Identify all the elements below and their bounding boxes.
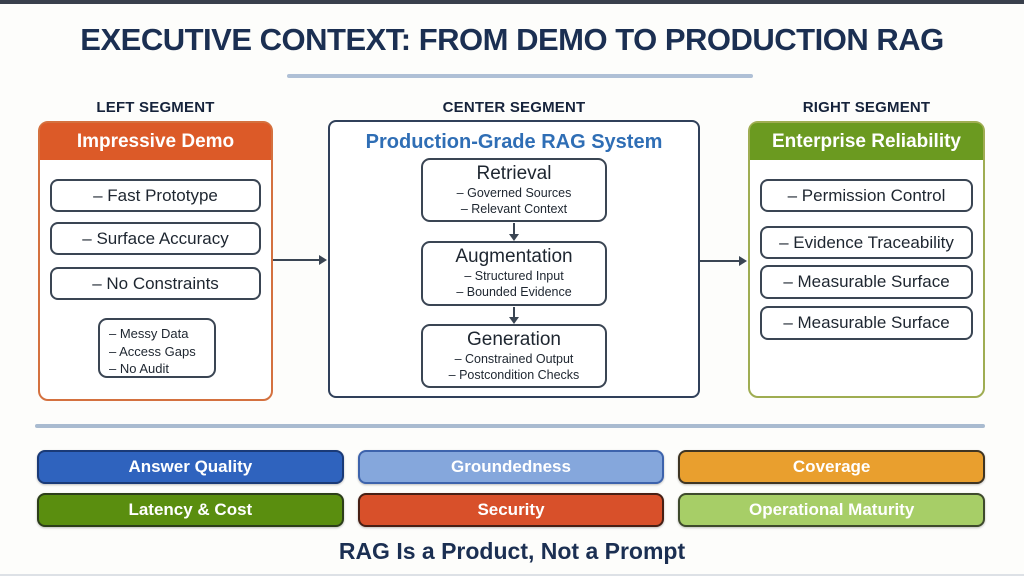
bottom-caption: RAG Is a Product, Not a Prompt — [338, 538, 686, 564]
left-item-no-constraints: – No Constraints — [50, 267, 261, 300]
badge-groundedness: Groundedness — [357, 450, 665, 484]
stage-generation-name: Generation — [466, 329, 561, 350]
right-item-evidence-traceability: – Evidence Traceability — [760, 226, 973, 259]
left-note-line-messy-data: – Messy Data — [109, 326, 189, 341]
left-note-line-no-audit: – No Audit — [109, 361, 169, 377]
left-note-line-access-gaps: – Access Gaps — [109, 343, 196, 359]
arrowhead-down-icon — [509, 234, 519, 241]
stage-retrieval-line-2: – Relevant Context — [460, 202, 568, 217]
center-segment-label: CENTER SEGMENT — [442, 99, 586, 116]
title-divider — [287, 74, 753, 78]
badge-latency-cost: Latency & Cost — [37, 493, 344, 527]
arrowhead-right-icon — [319, 255, 327, 265]
arrowhead-down-icon — [509, 317, 519, 324]
right-item-measurable-surface-2: – Measurable Surface — [760, 306, 973, 340]
stage-generation: Generation – Constrained Output – Postco… — [421, 324, 607, 388]
stage-augmentation-line-2: – Bounded Evidence — [456, 285, 572, 300]
left-item-surface-accuracy: – Surface Accuracy — [50, 222, 261, 255]
page-title: EXECUTIVE CONTEXT: FROM DEMO TO PRODUCTI… — [80, 22, 944, 57]
stage-augmentation: Augmentation – Structured Input – Bounde… — [421, 241, 607, 306]
stage-augmentation-name: Augmentation — [455, 246, 573, 267]
arrowhead-right-icon — [739, 256, 747, 266]
stage-retrieval-name: Retrieval — [476, 163, 552, 184]
badge-answer-quality: Answer Quality — [37, 450, 344, 484]
section-divider — [35, 424, 985, 428]
right-item-permission-control: – Permission Control — [760, 179, 973, 212]
impressive-demo-header: Impressive Demo — [40, 123, 271, 160]
enterprise-reliability-card: Enterprise Reliability – Permission Cont… — [748, 121, 985, 398]
left-segment-label: LEFT SEGMENT — [96, 99, 215, 116]
production-rag-title: Production-Grade RAG System — [365, 131, 663, 153]
badge-security: Security — [357, 493, 665, 527]
stage-generation-line-1: – Constrained Output — [454, 352, 574, 366]
badge-operational-maturity: Operational Maturity — [678, 493, 985, 527]
metric-badges: Answer Quality Groundedness Coverage Lat… — [37, 450, 985, 527]
production-rag-card: Production-Grade RAG System Retrieval – … — [328, 120, 700, 398]
arrow-augmentation-to-generation — [509, 307, 519, 324]
left-item-fast-prototype: – Fast Prototype — [50, 179, 261, 212]
enterprise-reliability-header: Enterprise Reliability — [750, 123, 983, 160]
stage-augmentation-line-1: – Structured Input — [464, 269, 564, 283]
stage-retrieval-line-1: – Governed Sources — [456, 186, 572, 200]
arrow-retrieval-to-augmentation — [509, 223, 519, 241]
stage-retrieval: Retrieval – Governed Sources – Relevant … — [421, 158, 607, 222]
badge-coverage: Coverage — [678, 450, 985, 484]
bottom-strip — [0, 574, 1024, 576]
arrow-left-to-center — [273, 255, 327, 265]
arrow-center-to-right — [700, 256, 747, 266]
right-item-measurable-surface-1: – Measurable Surface — [760, 265, 973, 299]
impressive-demo-card: Impressive Demo – Fast Prototype – Surfa… — [38, 121, 273, 401]
left-note-box: – Messy Data – Access Gaps – No Audit — [98, 318, 216, 378]
stage-generation-line-2: – Postcondition Checks — [448, 368, 580, 383]
top-strip — [0, 0, 1024, 4]
right-segment-label: RIGHT SEGMENT — [802, 99, 931, 116]
